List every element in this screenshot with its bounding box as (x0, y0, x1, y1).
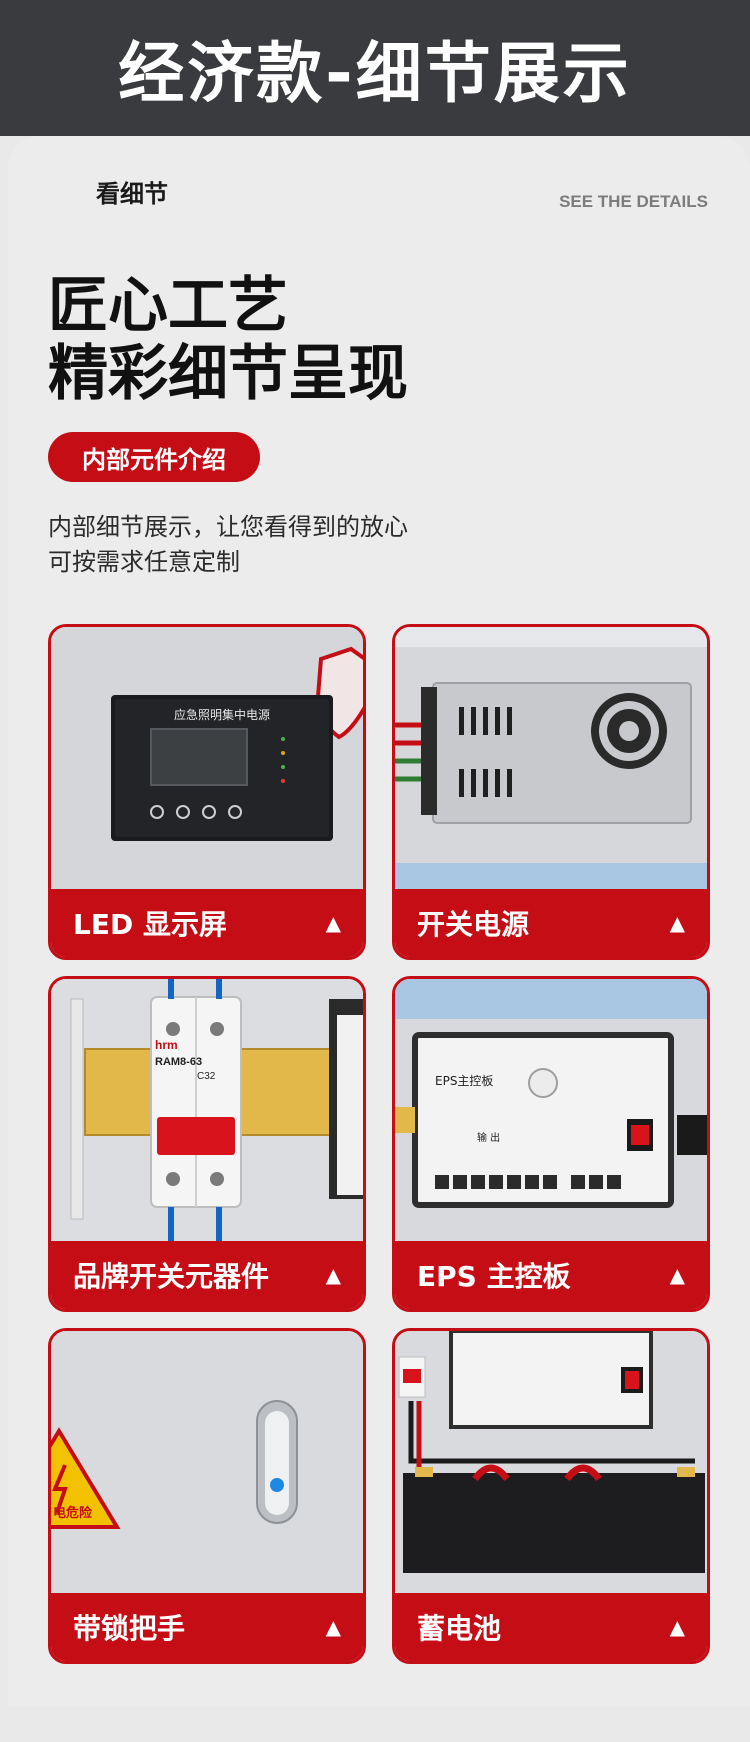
tile-label: EPS 主控板 (417, 1260, 571, 1293)
description-line-1: 内部细节展示，让您看得到的放心 (48, 513, 408, 541)
tile-label: 带锁把手 (73, 1612, 186, 1645)
tile-label: 蓄电池 (417, 1612, 502, 1645)
tile-lock-handle[interactable]: 电危险 带锁把手 ▲ (48, 1328, 366, 1664)
tile-label: 品牌开关元器件 (73, 1260, 270, 1293)
section-kicker: 看细节 (96, 180, 168, 208)
tile-control-board-bar: EPS 主控板 ▲ (395, 1241, 707, 1309)
battery-photo (395, 1331, 707, 1596)
control-board-photo: EPS主控板 输 出 (395, 979, 707, 1244)
expand-arrow-icon: ▲ (325, 1615, 341, 1639)
tile-breaker-bar: 品牌开关元器件 ▲ (51, 1241, 363, 1309)
tile-led-display[interactable]: 应急照明集中电源 LED 显示屏 ▲ (48, 624, 366, 960)
tile-led-display-bar: LED 显示屏 ▲ (51, 889, 363, 957)
lock-handle-photo: 电危险 (51, 1331, 363, 1596)
tile-power-supply-bar: 开关电源 ▲ (395, 889, 707, 957)
expand-arrow-icon: ▲ (325, 1263, 341, 1287)
tile-lock-handle-bar: 带锁把手 ▲ (51, 1593, 363, 1661)
headline-line-1: 匠心工艺 (48, 271, 288, 341)
led-display-photo: 应急照明集中电源 (51, 627, 363, 892)
expand-arrow-icon: ▲ (669, 1263, 685, 1287)
lcd-title: 应急照明集中电源 (174, 707, 270, 722)
tile-breaker[interactable]: hrm RAM8-63 C32 品牌开关元器件 ▲ (48, 976, 366, 1312)
tile-label: 开关电源 (417, 908, 530, 941)
expand-arrow-icon: ▲ (325, 911, 341, 935)
tile-battery-bar: 蓄电池 ▲ (395, 1593, 707, 1661)
breaker-photo: hrm RAM8-63 C32 (51, 979, 363, 1244)
tile-battery[interactable]: 蓄电池 ▲ (392, 1328, 710, 1664)
see-details-label: SEE THE DETAILS (559, 192, 708, 211)
description-line-2: 可按需求任意定制 (48, 548, 240, 576)
headline-line-2: 精彩细节呈现 (48, 339, 408, 409)
tile-control-board[interactable]: EPS主控板 输 出 EPS 主控板 ▲ (392, 976, 710, 1312)
description: 内部细节展示，让您看得到的放心 可按需求任意定制 (48, 510, 408, 580)
expand-arrow-icon: ▲ (669, 1615, 685, 1639)
detail-card: 看细节 SEE THE DETAILS 匠心工艺 精彩细节呈现 内部元件介绍 内… (8, 136, 750, 1706)
banner-title: 经济款-细节展示 (118, 35, 632, 112)
expand-arrow-icon: ▲ (669, 911, 685, 935)
breaker-model: RAM8-63 (155, 1056, 202, 1068)
tile-label: LED 显示屏 (73, 908, 227, 941)
top-banner: 经济款-细节展示 (0, 0, 750, 136)
tile-power-supply[interactable]: 开关电源 ▲ (392, 624, 710, 960)
headline: 匠心工艺 精彩细节呈现 (48, 272, 408, 408)
breaker-brand: hrm (155, 1038, 178, 1052)
power-supply-photo (395, 627, 707, 892)
warning-label: 电危险 (53, 1505, 93, 1521)
board-output: 输 出 (477, 1131, 500, 1144)
board-name: EPS主控板 (435, 1074, 493, 1088)
components-pill: 内部元件介绍 (48, 432, 260, 482)
breaker-rating: C32 (197, 1071, 216, 1082)
